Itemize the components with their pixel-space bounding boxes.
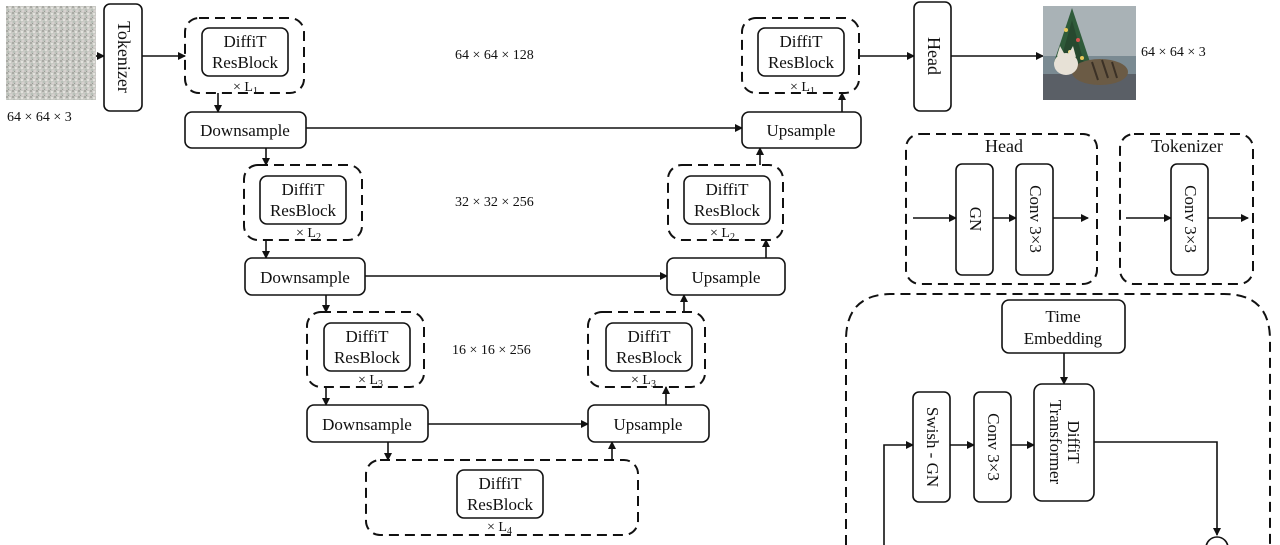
encoder-resblock-3-title: DiffiT (345, 327, 389, 346)
head-gn-block (955, 163, 994, 276)
decoder-resblock-2-title: DiffiT (705, 180, 749, 199)
resblock-detail-panel (845, 293, 1271, 545)
encoder-resblock-3 (323, 322, 411, 372)
tokenizer-conv-label: Conv 3×3 (1181, 185, 1200, 253)
input-shape-label: 64 × 64 × 3 (7, 110, 72, 125)
level3-shape-label: 16 × 16 × 256 (452, 343, 531, 358)
decoder-resblock-3-title: DiffiT (627, 327, 671, 346)
bottleneck-resblock (456, 469, 544, 519)
output-cat-image (1043, 6, 1136, 100)
head-gn-label: GN (966, 207, 985, 232)
upsample-block-2 (666, 257, 786, 296)
encoder-repeat-3: × L3 (358, 373, 383, 390)
encoder-repeat-2: × L2 (296, 226, 321, 243)
decoder-resblock-group-3 (587, 311, 706, 388)
encoder-resblock-2 (259, 175, 347, 225)
head-conv-label: Conv 3×3 (1026, 185, 1045, 253)
encoder-resblock-1-subtitle: ResBlock (212, 53, 279, 72)
encoder-resblock-2-title: DiffiT (281, 180, 325, 199)
upsample-block-1 (741, 111, 862, 149)
head-detail-title: Head (985, 136, 1023, 156)
decoder-resblock-2-subtitle: ResBlock (694, 201, 761, 220)
bottleneck-repeat: × L4 (487, 520, 512, 537)
upsample-2-label: Upsample (692, 268, 761, 287)
decoder-resblock-1 (757, 27, 845, 77)
tokenizer-label: Tokenizer (114, 21, 134, 93)
decoder-repeat-2: × L2 (710, 226, 735, 243)
bottleneck-resblock-title: DiffiT (478, 474, 522, 493)
decoder-resblock-2 (683, 175, 771, 225)
encoder-resblock-2-subtitle: ResBlock (270, 201, 337, 220)
residual-add-node (1205, 536, 1229, 545)
decoder-resblock-group-2 (667, 164, 784, 241)
tokenizer-block (103, 3, 143, 112)
downsample-3-label: Downsample (322, 415, 412, 434)
head-conv-block (1015, 163, 1054, 276)
decoder-repeat-1: × L1 (790, 80, 815, 97)
upsample-3-label: Upsample (614, 415, 683, 434)
encoder-resblock-3-subtitle: ResBlock (334, 348, 401, 367)
output-shape-label: 64 × 64 × 3 (1141, 45, 1206, 60)
decoder-resblock-3 (605, 322, 693, 372)
decoder-repeat-3: × L3 (631, 373, 656, 390)
time-embedding-line2: Embedding (1024, 329, 1103, 348)
tokenizer-conv-block (1170, 163, 1209, 276)
decoder-resblock-1-subtitle: ResBlock (768, 53, 835, 72)
level2-shape-label: 32 × 32 × 256 (455, 195, 534, 210)
tokenizer-detail-panel (1119, 133, 1254, 285)
encoder-resblock-group-3 (306, 311, 425, 388)
head-label: Head (924, 37, 944, 75)
upsample-1-label: Upsample (767, 121, 836, 140)
head-detail-panel (905, 133, 1098, 285)
encoder-resblock-group-2 (243, 164, 363, 241)
bottleneck-resblock-subtitle: ResBlock (467, 495, 534, 514)
diffit-transformer-label: DiffiTTransformer (1046, 400, 1083, 485)
decoder-resblock-3-subtitle: ResBlock (616, 348, 683, 367)
time-embedding-line1: Time (1045, 307, 1080, 326)
swish-gn-block (912, 391, 951, 503)
downsample-block-1 (184, 111, 307, 149)
input-noise-image (6, 6, 96, 100)
resblock-conv-block (973, 391, 1012, 503)
swish-gn-label: Swish - GN (923, 407, 942, 487)
bottleneck-resblock-group (365, 459, 639, 536)
encoder-repeat-1: × L1 (233, 80, 258, 97)
upsample-block-3 (587, 404, 710, 443)
encoder-resblock-1 (201, 27, 289, 77)
encoder-resblock-group-1 (184, 17, 305, 94)
tokenizer-detail-title: Tokenizer (1151, 136, 1223, 156)
decoder-resblock-1-title: DiffiT (779, 32, 823, 51)
downsample-1-label: Downsample (200, 121, 290, 140)
resblock-conv-label: Conv 3×3 (984, 413, 1003, 481)
downsample-2-label: Downsample (260, 268, 350, 287)
encoder-resblock-1-title: DiffiT (223, 32, 267, 51)
level1-shape-label: 64 × 64 × 128 (455, 48, 534, 63)
